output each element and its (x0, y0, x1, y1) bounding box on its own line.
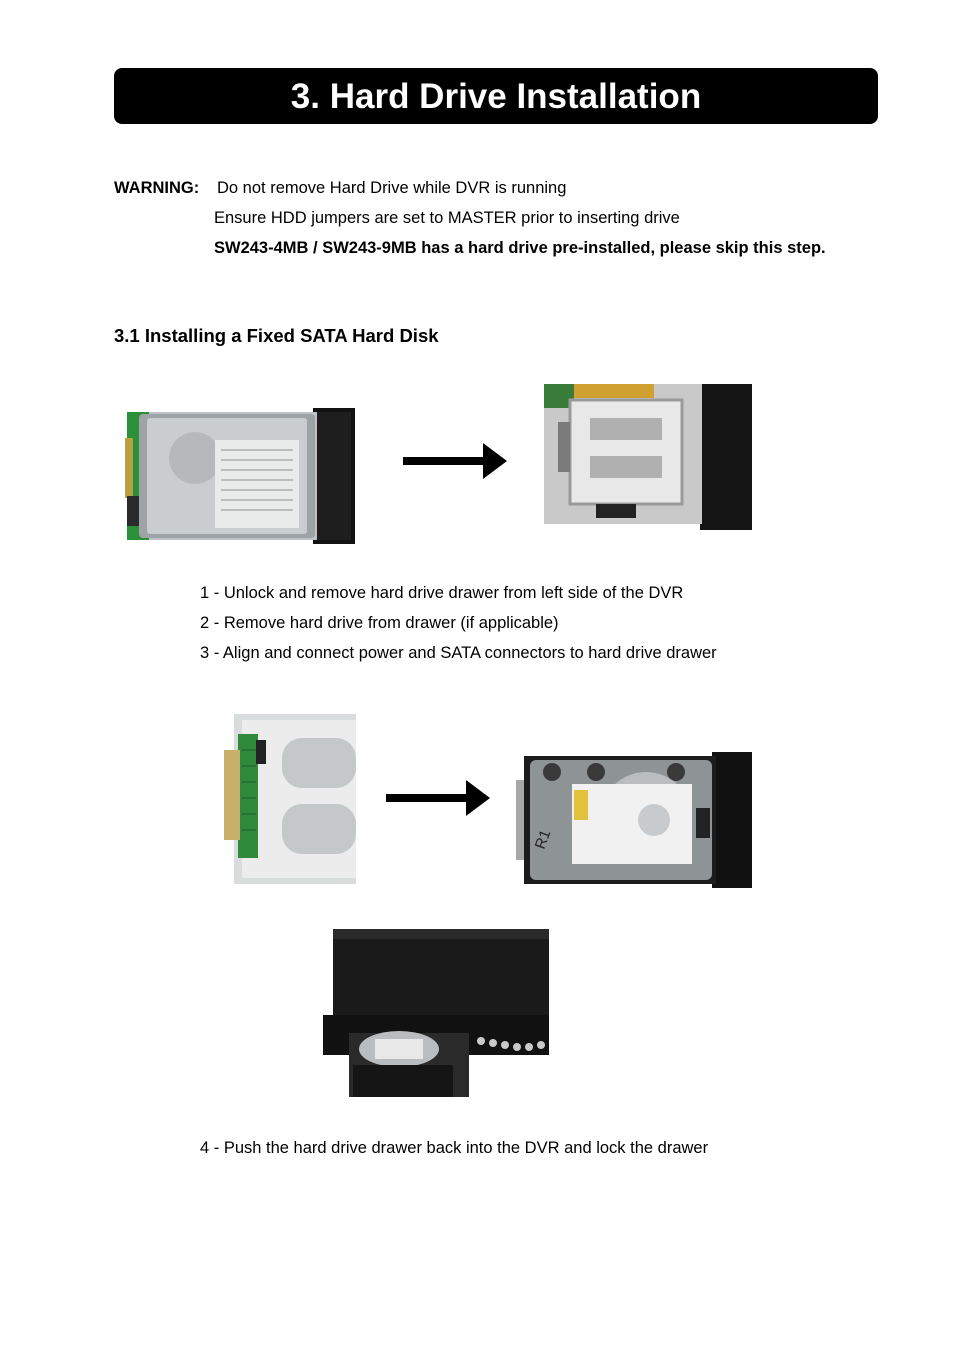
warning-line-1: Do not remove Hard Drive while DVR is ru… (217, 179, 567, 197)
step-4: 4 - Push the hard drive drawer back into… (200, 1139, 709, 1157)
warning-label: WARNING: (114, 179, 200, 197)
arrow-right-icon (386, 780, 490, 816)
photo-hdd-mounted: R1 (516, 752, 752, 888)
photo-dvr-drawer-inserted (323, 929, 549, 1097)
step-2: 2 - Remove hard drive from drawer (if ap… (200, 614, 559, 632)
page-title: 3. Hard Drive Installation (114, 68, 878, 124)
photo-dvr-drawer-bay (540, 384, 752, 530)
step-1: 1 - Unlock and remove hard drive drawer … (200, 584, 684, 602)
photo-drawer-connector (222, 710, 356, 888)
arrow-right-icon (403, 443, 507, 479)
warning-line-2: Ensure HDD jumpers are set to MASTER pri… (214, 209, 680, 227)
photo-annotation: R1 (532, 828, 555, 852)
photo-hdd-drawer (125, 408, 355, 544)
step-3: 3 - Align and connect power and SATA con… (200, 644, 717, 662)
warning-line-3: SW243-4MB / SW243-9MB has a hard drive p… (214, 239, 826, 257)
section-heading: 3.1 Installing a Fixed SATA Hard Disk (114, 325, 439, 346)
